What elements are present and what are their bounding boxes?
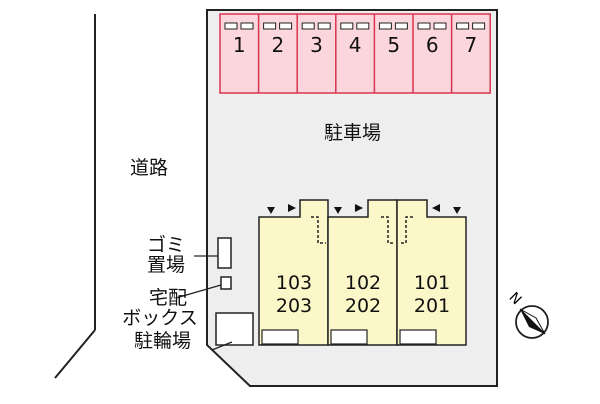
parking-slot-number: 1 xyxy=(232,33,246,57)
unit-number-lower: 202 xyxy=(344,295,382,317)
parking-slot-number: 7 xyxy=(464,33,478,57)
entrance-arrow-icon xyxy=(432,204,440,212)
wheel-stop-mark xyxy=(263,22,277,30)
wheel-stop-mark xyxy=(240,22,254,30)
unit-number-upper: 103 xyxy=(275,272,313,294)
compass-north-label: N xyxy=(506,290,525,309)
wheel-stop-mark xyxy=(301,22,315,30)
unit-number-lower: 201 xyxy=(413,295,451,317)
wheel-stop-mark xyxy=(356,22,370,30)
leader-line xyxy=(175,284,222,299)
delivery-box-label-line2: ボックス xyxy=(122,307,198,329)
road-label: 道路 xyxy=(130,157,169,179)
entrance-path xyxy=(399,216,413,244)
delivery-box-label-line1: 宅配 xyxy=(148,287,187,309)
wheel-stop-mark xyxy=(378,22,392,30)
parking-slot-number: 2 xyxy=(271,33,285,57)
unit-number-upper: 102 xyxy=(344,272,382,294)
entrance-arrow-icon xyxy=(453,207,461,214)
garbage-label-line2: 置場 xyxy=(146,254,185,276)
porch-block xyxy=(330,329,368,345)
parking-row xyxy=(219,13,491,94)
unit-101-201 xyxy=(396,199,467,346)
wheel-stop-mark xyxy=(417,22,431,30)
wheel-stop-mark xyxy=(317,22,331,30)
wheel-stop-mark xyxy=(433,22,447,30)
entrance-path xyxy=(311,216,326,244)
wheel-stop-mark xyxy=(456,22,470,30)
porch-block xyxy=(399,329,437,345)
compass-icon xyxy=(515,305,549,339)
wheel-stop-mark xyxy=(279,22,293,30)
wheel-stop-mark xyxy=(394,22,408,30)
unit-103-203 xyxy=(258,199,329,346)
bicycle-parking-label: 駐輪場 xyxy=(134,330,192,352)
unit-number-lower: 203 xyxy=(275,295,313,317)
entrance-arrow-icon xyxy=(334,207,342,214)
parking-slot-number: 4 xyxy=(348,33,362,57)
entrance-path xyxy=(381,216,395,244)
parking-slot-number: 3 xyxy=(310,33,323,57)
wheel-stop-mark xyxy=(340,22,354,30)
road-edge-line-diagonal xyxy=(54,329,96,379)
garbage-area xyxy=(217,237,232,269)
parking-slot-number: 6 xyxy=(425,33,439,57)
garbage-label-line1: ゴミ xyxy=(146,234,185,256)
parking-slot-number: 5 xyxy=(387,33,401,57)
parking-label: 駐車場 xyxy=(324,122,382,144)
leader-line xyxy=(211,341,233,351)
wheel-stop-mark xyxy=(472,22,486,30)
delivery-box xyxy=(220,276,232,290)
bicycle-parking-area xyxy=(215,312,254,346)
entrance-arrow-icon xyxy=(355,204,363,212)
entrance-arrow-icon xyxy=(288,204,296,212)
wheel-stop-mark xyxy=(224,22,238,30)
porch-block xyxy=(261,329,299,345)
unit-number-upper: 101 xyxy=(413,272,451,294)
entrance-arrow-icon xyxy=(267,207,275,214)
